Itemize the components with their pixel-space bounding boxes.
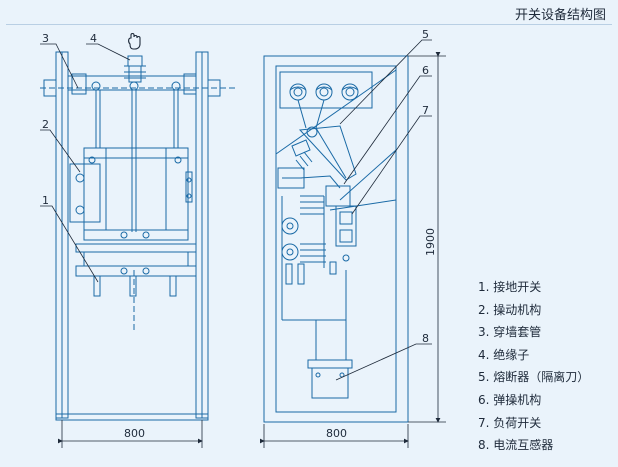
height-label: 1900: [424, 228, 437, 256]
front-width-dimension: [58, 420, 203, 448]
fuse-disconnector: [291, 125, 357, 181]
right-wall-bushing: [207, 79, 221, 97]
side-callout-leaders: [335, 39, 432, 381]
side-width-label: 800: [326, 427, 347, 440]
front-view: [40, 51, 236, 421]
front-width-label: 800: [124, 427, 145, 440]
fuse-unit-right: [341, 83, 359, 101]
front-callout-leaders: [40, 43, 131, 283]
current-transformer: [307, 359, 353, 399]
callout-7: 7: [422, 104, 429, 117]
load-switch: [281, 195, 357, 268]
legend-item: 6. 弹操机构: [478, 392, 542, 407]
callout-4: 4: [90, 32, 97, 45]
hand-pointer-icon: [128, 32, 141, 50]
page-title: 开关设备结构图: [514, 8, 606, 23]
callout-8: 8: [422, 332, 429, 345]
earthing-leg-middle: [129, 275, 137, 297]
legend-item: 3. 穿墙套管: [478, 325, 542, 340]
fuse-unit-middle: [315, 83, 333, 101]
callout-6: 6: [422, 64, 429, 77]
component-legend: 1. 接地开关 2. 操动机构 3. 穿墙套管 4. 绝缘子 5. 熔断器（隔离…: [478, 276, 589, 457]
left-wall-bushing: [43, 79, 57, 97]
callout-2: 2: [42, 118, 49, 131]
header-divider: [6, 24, 612, 25]
legend-item: 1. 接地开关: [478, 280, 542, 294]
insulator-stack: [124, 55, 146, 83]
operating-mechanism-box: [69, 163, 101, 223]
earthing-leg-left: [93, 275, 101, 297]
fuse-unit-left: [289, 83, 307, 101]
legend-item: 8. 电流互感器: [478, 438, 554, 453]
callout-5: 5: [422, 28, 429, 41]
earthing-leg-right: [169, 275, 177, 297]
side-width-dimension: [260, 424, 409, 448]
legend-item: 5. 熔断器（隔离刀）: [478, 370, 590, 385]
legend-item: 4. 绝缘子: [478, 347, 530, 362]
callout-3: 3: [42, 32, 49, 45]
legend-item: 7. 负荷开关: [478, 415, 542, 430]
side-view: [263, 55, 409, 423]
height-dimension: [408, 52, 446, 423]
legend-item: 2. 操动机构: [478, 302, 542, 317]
spring-mechanism: [277, 167, 351, 207]
callout-1: 1: [42, 194, 49, 207]
